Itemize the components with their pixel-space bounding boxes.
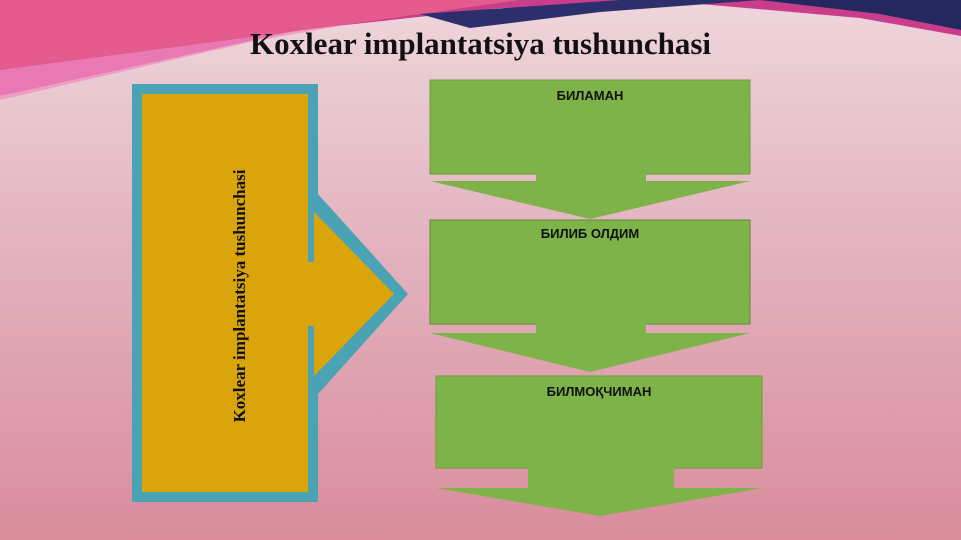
ribbon-band-pink: [0, 0, 520, 70]
side-callout-joint: [308, 262, 322, 326]
step-arrow-3: [435, 375, 763, 516]
step-box-2: [429, 219, 751, 325]
step-box-1: [429, 79, 751, 175]
ribbon-decoration: [0, 0, 961, 100]
side-label: Koxlear implantatsiya tushunchasi: [230, 169, 249, 423]
step-label-2: БИЛИБ ОЛДИМ: [540, 226, 640, 241]
step-label-1: БИЛАМАН: [556, 88, 624, 103]
step-chevron-2: [430, 322, 750, 372]
side-callout: [132, 84, 408, 502]
step-arrow-1: [429, 79, 751, 219]
slide-title: Koxlear implantatsiya tushunchasi: [249, 26, 712, 61]
ribbon-band-navy-right: [760, 0, 961, 30]
step-chevron-1: [430, 172, 750, 219]
step-label-3: БИЛМОҚЧИМАН: [546, 384, 652, 399]
side-callout-fill: [142, 94, 394, 492]
ribbon-band-navy: [420, 0, 760, 28]
step-chevron-3: [436, 466, 762, 516]
step-arrow-2: [429, 219, 751, 372]
ribbon-band-light: [0, 24, 350, 100]
